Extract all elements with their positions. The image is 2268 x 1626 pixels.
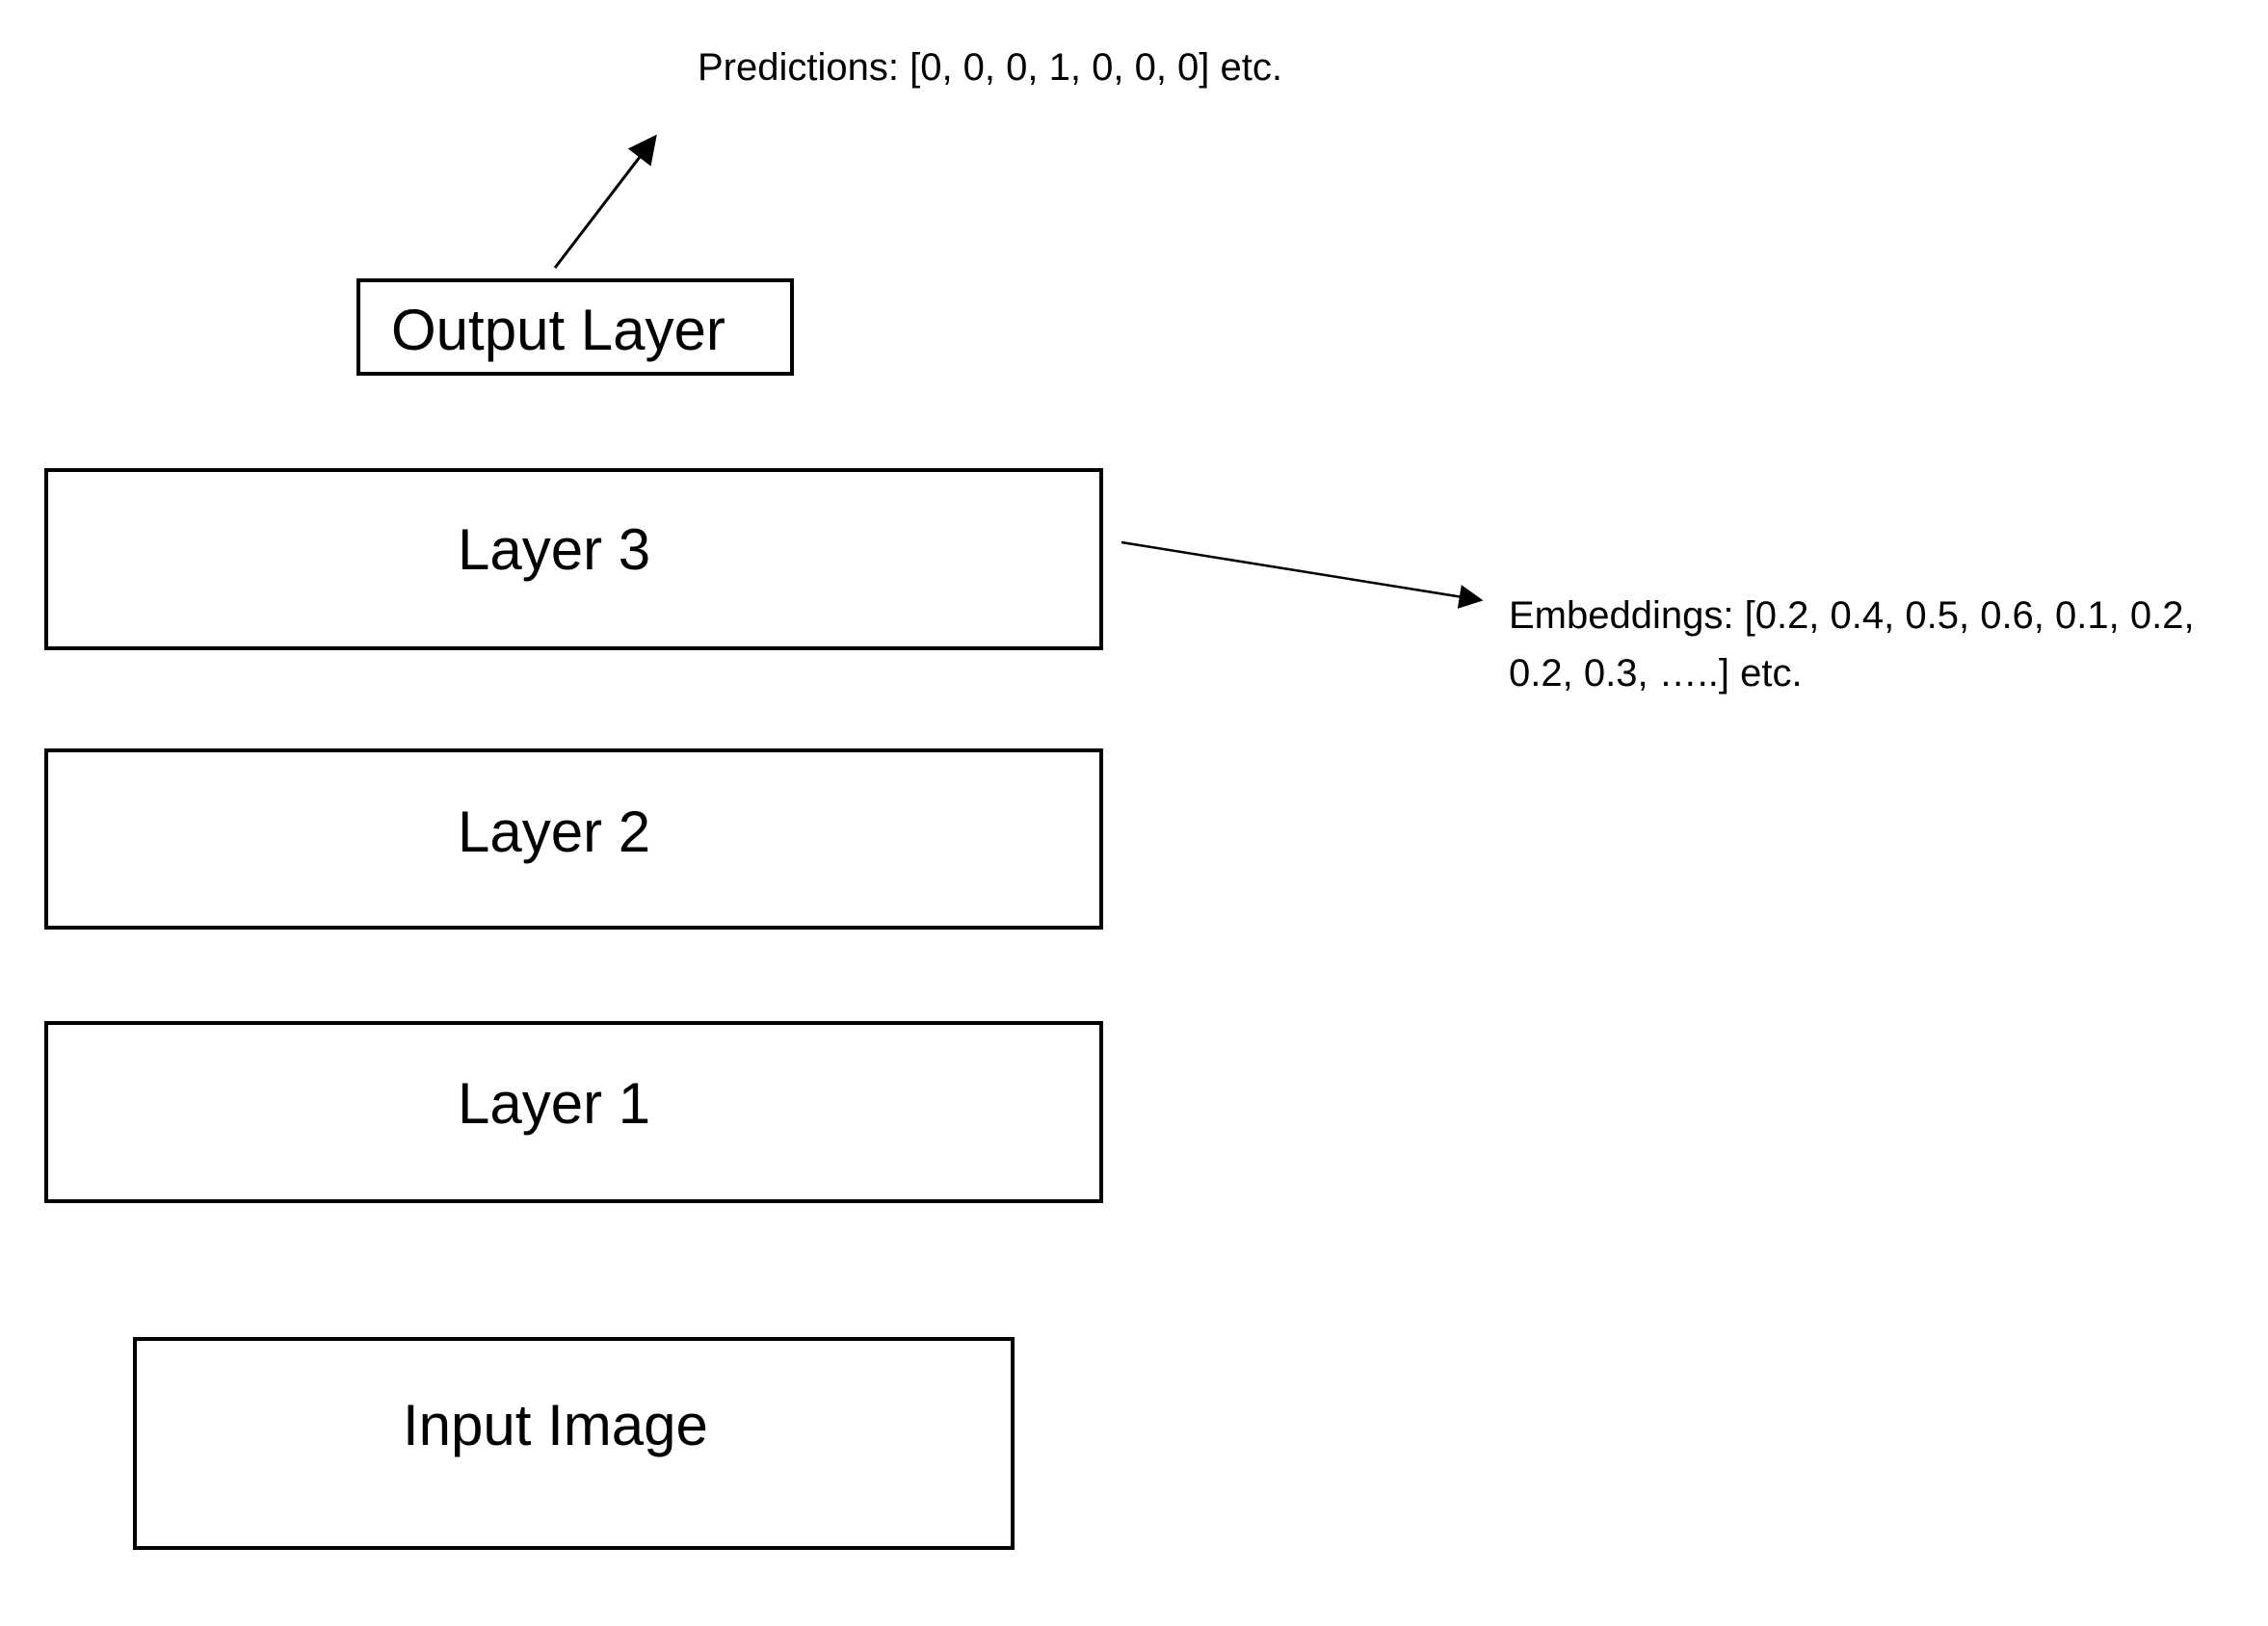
layer3-box [44, 468, 1103, 650]
layer1-box [44, 1021, 1103, 1203]
layer3-label: Layer 3 [458, 517, 651, 582]
output-layer-box [356, 278, 794, 376]
embeddings-line-1: Embeddings: [0.2, 0.4, 0.5, 0.6, 0.1, 0.… [1509, 594, 2195, 637]
predictions-annotation: Predictions: [0, 0, 0, 1, 0, 0, 0] etc. [698, 46, 1282, 89]
embeddings-line-2: 0.2, 0.3, …..] etc. [1509, 652, 1803, 695]
input-image-label: Input Image [403, 1393, 708, 1457]
layer2-box [44, 748, 1103, 930]
arrow-layer3-to-embeddings [1121, 540, 1484, 609]
layer2-label: Layer 2 [458, 800, 651, 864]
arrow-output-to-predictions [553, 134, 657, 269]
embeddings-annotation: Embeddings: [0.2, 0.4, 0.5, 0.6, 0.1, 0.… [1509, 587, 2195, 702]
input-image-box [133, 1337, 1015, 1550]
output-layer-label: Output Layer [391, 298, 725, 362]
layer1-label: Layer 1 [458, 1071, 651, 1136]
